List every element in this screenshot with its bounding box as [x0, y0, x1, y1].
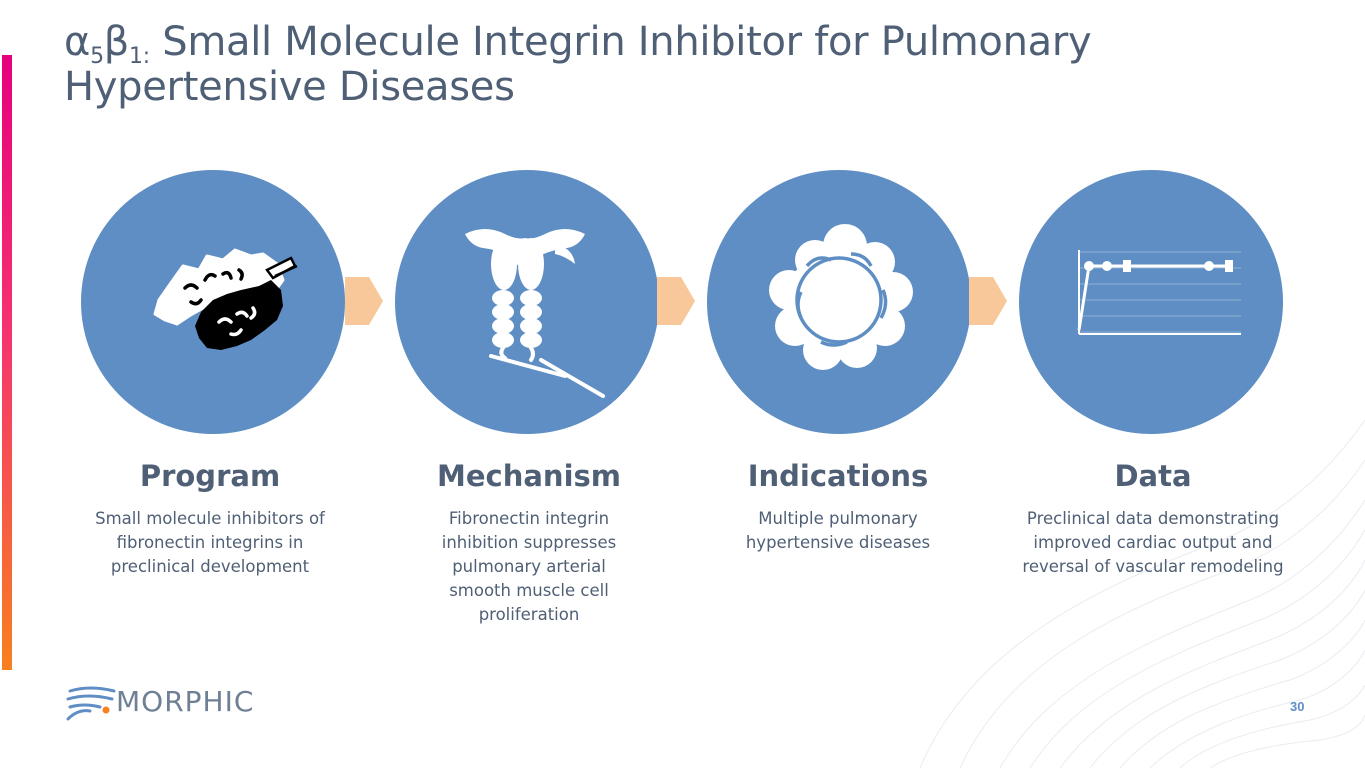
indications-description: Multiple pulmonary hypertensive diseases	[745, 509, 931, 552]
mechanism-description: Fibronectin integrin inhibition suppress…	[441, 509, 617, 624]
indications-column: Indications Multiple pulmonary hypertens…	[698, 455, 978, 555]
integrin-icon	[465, 229, 605, 398]
indications-heading: Indications	[747, 459, 929, 493]
title-beta-subscript: 1:	[129, 44, 150, 69]
indications-circle	[707, 170, 971, 434]
data-description: Preclinical data demonstrating improved …	[1022, 509, 1284, 576]
lung-cloud-icon	[769, 224, 913, 370]
line-chart-icon	[1077, 250, 1241, 335]
title-text: Small Molecule Integrin Inhibitor for Pu…	[64, 19, 1092, 110]
title-alpha: α	[64, 19, 91, 65]
program-description: Small molecule inhibitors of fibronectin…	[95, 509, 325, 576]
morphic-logo-icon	[66, 686, 116, 721]
page-title: α5β1: Small Molecule Integrin Inhibitor …	[64, 20, 1284, 110]
title-beta: β	[103, 19, 130, 65]
program-circle	[81, 170, 345, 434]
accent-gradient-bar	[2, 55, 12, 670]
chevron-arrow-3	[969, 277, 1007, 325]
chevron-arrow-1	[345, 277, 383, 325]
page-number: 30	[1290, 699, 1305, 714]
mechanism-circle	[395, 170, 659, 434]
data-heading: Data	[1114, 459, 1192, 493]
molecule-icon	[153, 248, 298, 350]
data-circle	[1019, 170, 1283, 434]
data-column: Data Preclinical data demonstrating impr…	[1003, 455, 1303, 579]
chevron-arrow-2	[657, 277, 695, 325]
morphic-logo-text: MORPHIC	[116, 685, 255, 718]
title-alpha-subscript: 5	[90, 44, 104, 69]
mechanism-heading: Mechanism	[437, 459, 621, 493]
program-heading: Program	[139, 459, 281, 493]
program-column: Program Small molecule inhibitors of fib…	[70, 455, 350, 579]
mechanism-column: Mechanism Fibronectin integrin inhibitio…	[389, 455, 669, 627]
